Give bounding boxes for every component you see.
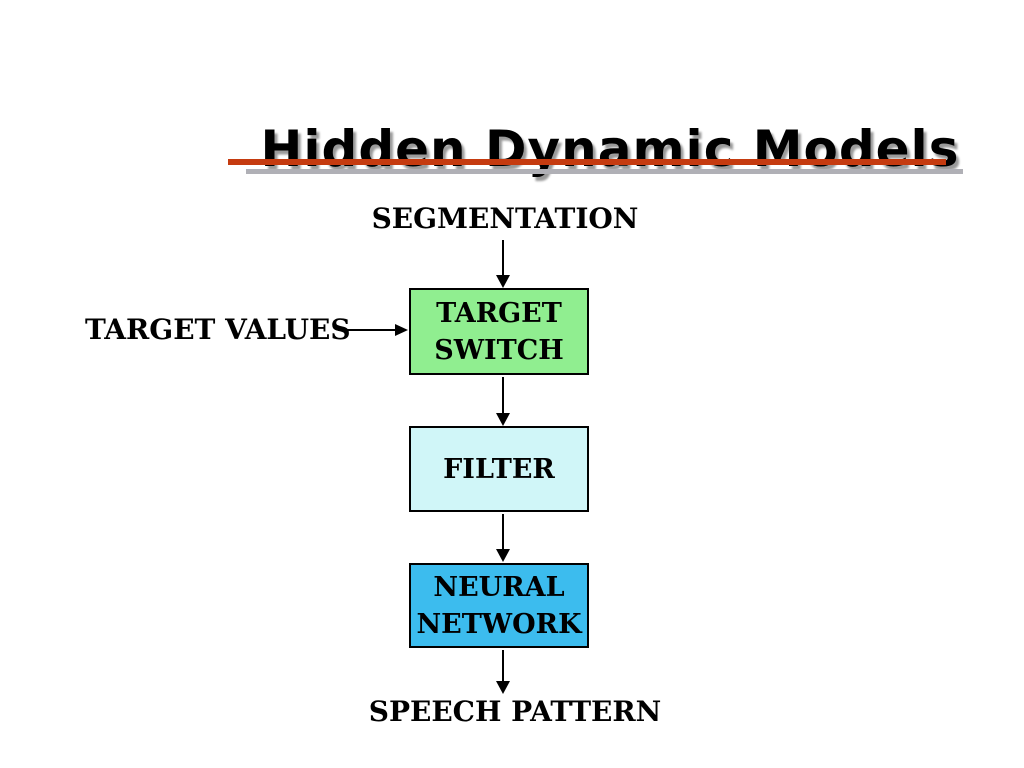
box-neural-network: NEURAL NETWORK — [409, 563, 589, 648]
box-label-line: NEURAL — [433, 571, 565, 603]
arrowhead-down-icon — [496, 681, 510, 694]
arrowhead-right-icon — [395, 324, 408, 336]
title-underline-shadow — [246, 169, 963, 174]
page-title: Hidden Dynamic Models — [260, 119, 960, 178]
box-label-line: TARGET — [436, 297, 562, 329]
label-speech-pattern: SPEECH PATTERN — [368, 695, 662, 728]
title-underline-red — [228, 159, 946, 165]
label-target-values: TARGET VALUES — [85, 313, 351, 346]
label-segmentation: SEGMENTATION — [371, 202, 639, 235]
arrow-line — [502, 377, 504, 414]
arrow-line — [338, 329, 396, 331]
arrow-line — [502, 240, 504, 276]
box-label-line: NETWORK — [416, 608, 582, 640]
arrow-line — [502, 650, 504, 682]
box-label-line: FILTER — [443, 453, 555, 485]
arrowhead-down-icon — [496, 275, 510, 288]
box-label-line: SWITCH — [434, 334, 564, 366]
arrowhead-down-icon — [496, 413, 510, 426]
box-filter: FILTER — [409, 426, 589, 512]
arrowhead-down-icon — [496, 549, 510, 562]
arrow-line — [502, 514, 504, 550]
box-target-switch: TARGET SWITCH — [409, 288, 589, 375]
